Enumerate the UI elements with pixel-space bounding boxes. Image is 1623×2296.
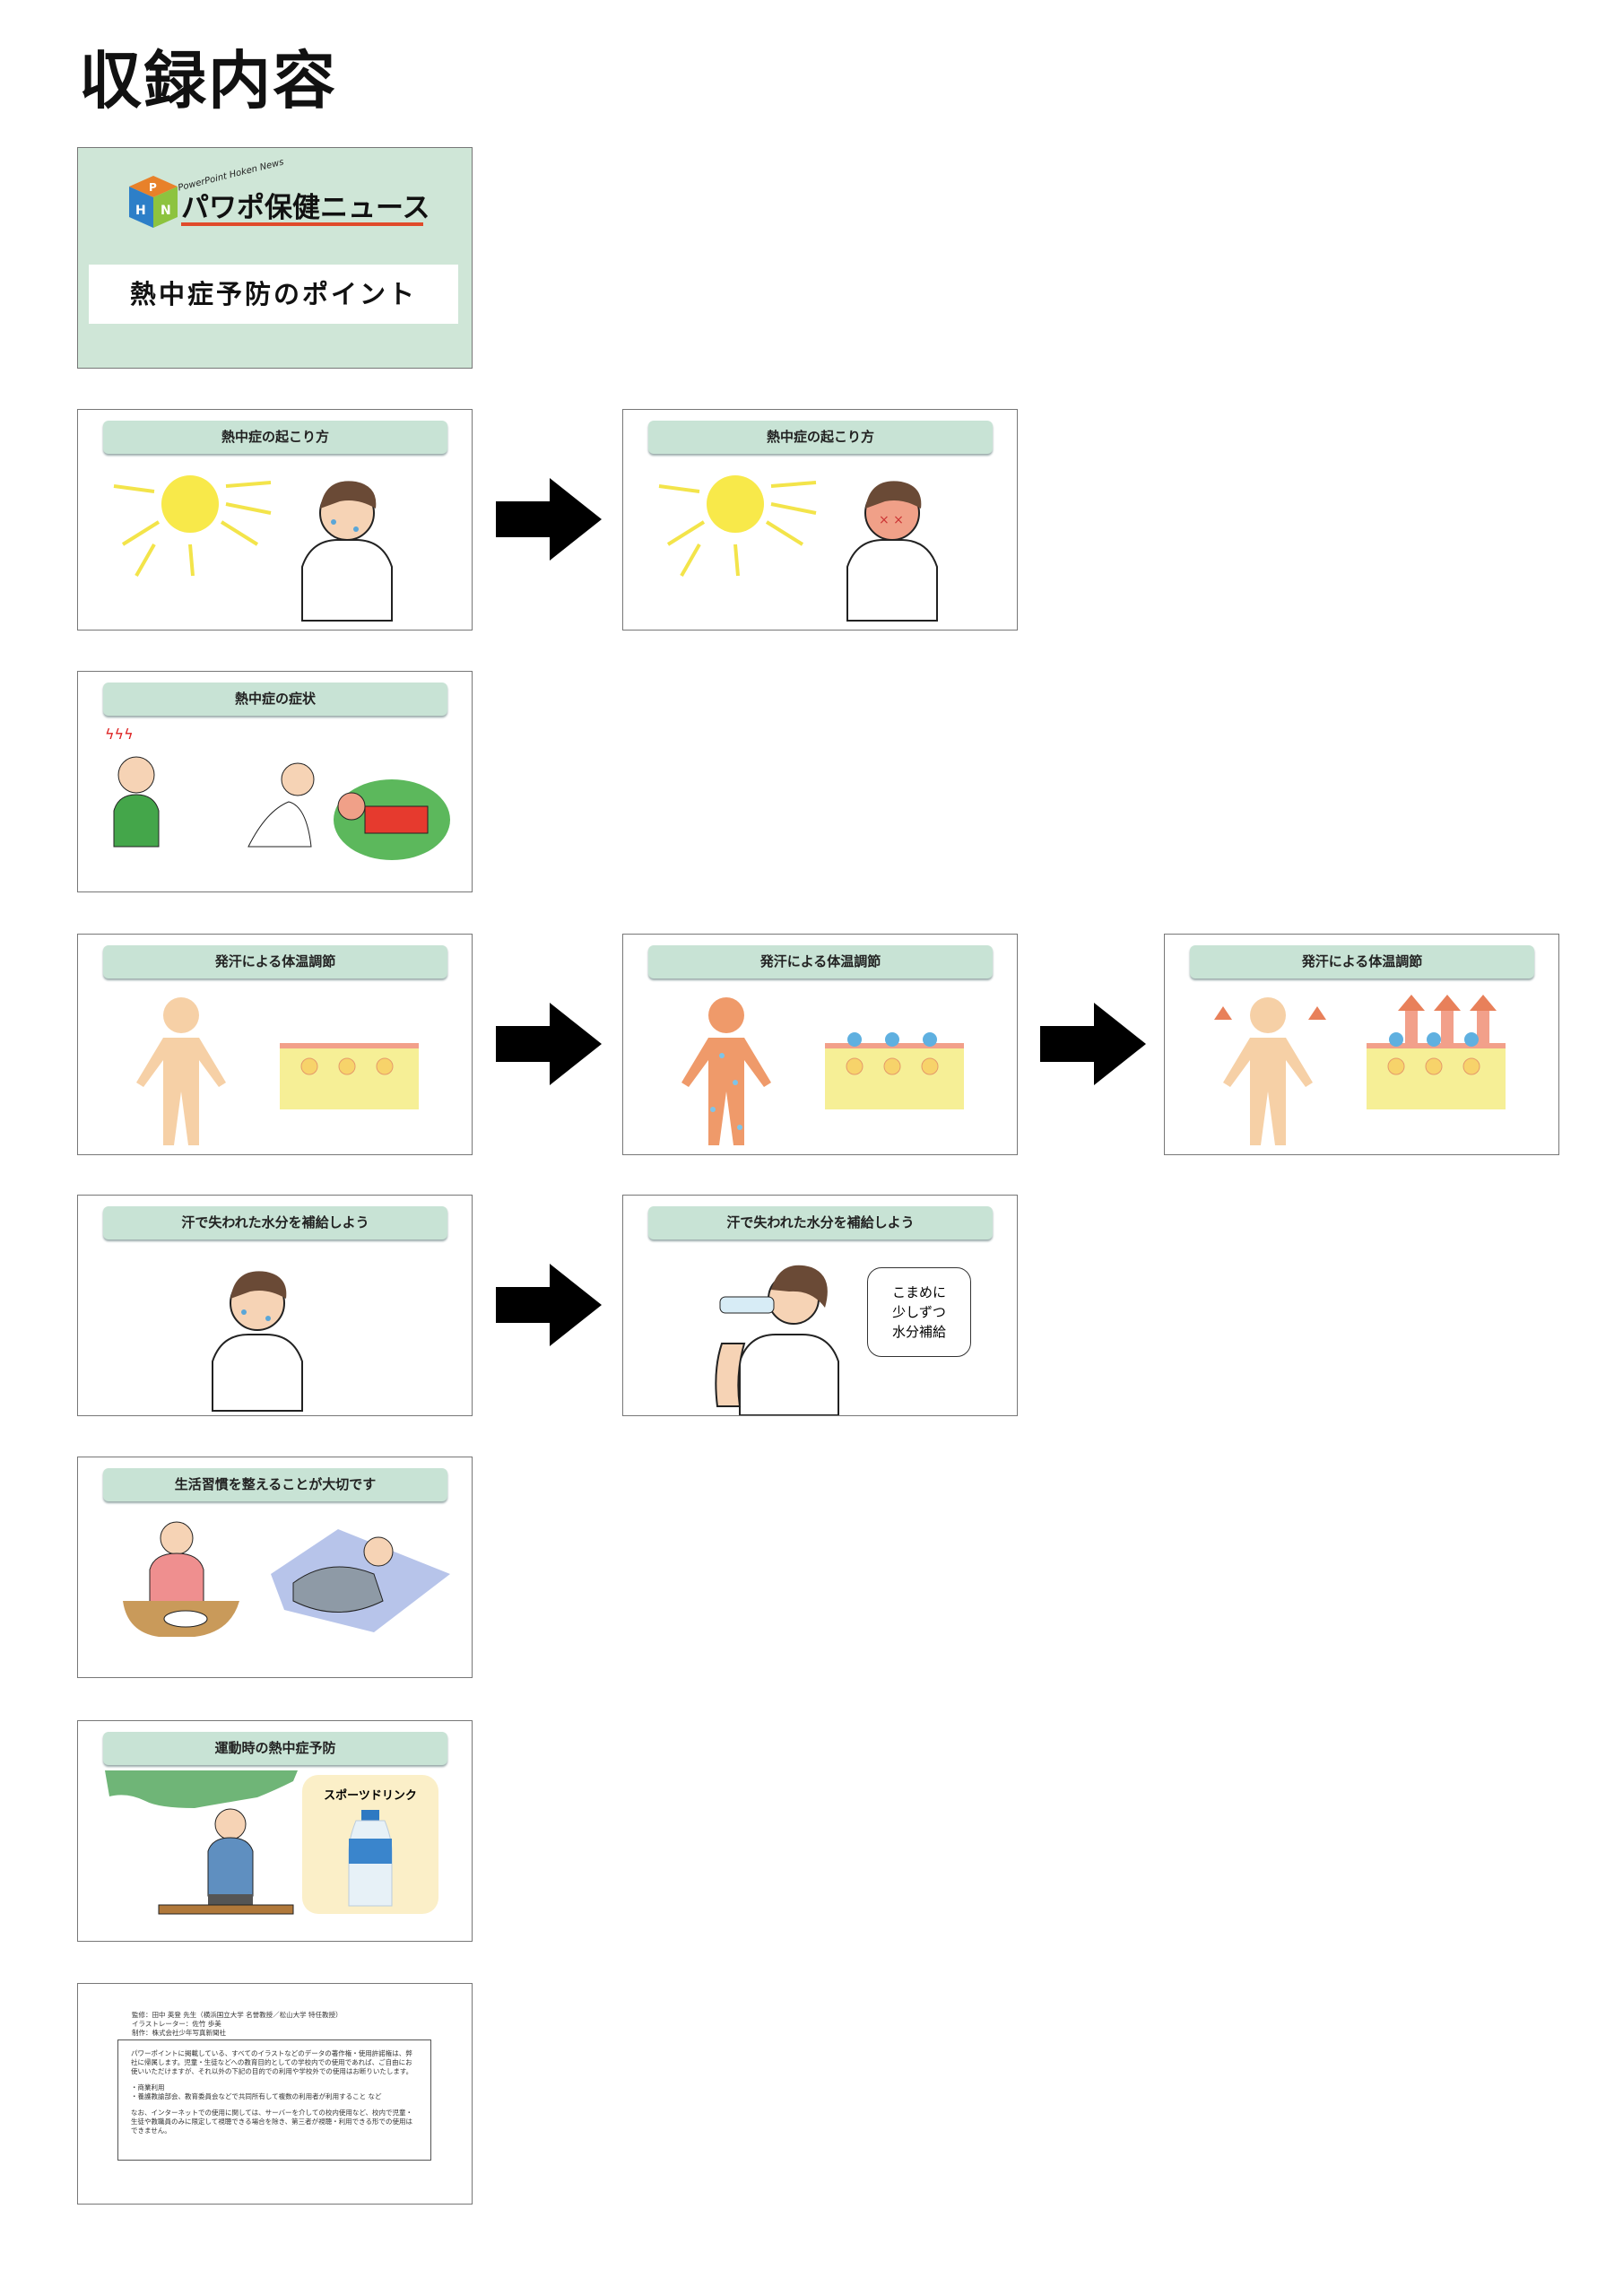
- slide-header: 発汗による体温調節: [1190, 945, 1534, 978]
- svg-text:× ×: × ×: [879, 513, 904, 527]
- slide-sports[interactable]: 運動時の熱中症予防 スポーツドリンク: [77, 1720, 473, 1942]
- symptom-illustrations: ϟϟϟ: [105, 726, 450, 860]
- slide-header: 熱中症の起こり方: [103, 421, 447, 454]
- eating-and-sleeping-illustration: [123, 1521, 450, 1637]
- body-and-skin-illustration: [136, 997, 419, 1145]
- slide-cover[interactable]: P H N PowerPoint Hoken News パワポ保健ニュース 熱中…: [77, 147, 473, 369]
- sun-and-dizzy-boy-illustration: × ×: [658, 475, 938, 622]
- svg-text:ϟϟϟ: ϟϟϟ: [105, 726, 134, 743]
- boy-drinking-water-illustration: [715, 1265, 839, 1415]
- svg-text:P: P: [149, 181, 157, 194]
- credits: 監修：田中 英登 先生（横浜国立大学 名誉教授／松山大学 特任教授） イラストレ…: [132, 2011, 343, 2037]
- slide-symptoms[interactable]: 熱中症の症状 ϟϟϟ: [77, 671, 473, 892]
- speech-bubble: こまめに 少しずつ 水分補給: [867, 1267, 971, 1357]
- arrow-right-icon: [496, 1264, 602, 1346]
- slide-water-1[interactable]: 汗で失われた水分を補給しよう: [77, 1195, 473, 1416]
- slide-habits[interactable]: 生活習慣を整えることが大切です: [77, 1457, 473, 1678]
- arrow-right-icon: [496, 478, 602, 561]
- arrow-right-icon: [1040, 1003, 1146, 1085]
- cover-title: 熱中症予防のポイント: [89, 265, 458, 324]
- girl-resting-in-shade-illustration: [105, 1770, 298, 1915]
- sun-and-sweating-boy-illustration: [113, 475, 393, 622]
- slide-header: 発汗による体温調節: [103, 945, 447, 978]
- slide-header: 生活習慣を整えることが大切です: [103, 1468, 447, 1501]
- logo-cube-icon: P H N: [129, 176, 178, 228]
- arrow-right-icon: [496, 1003, 602, 1085]
- slide-onset-2[interactable]: 熱中症の起こり方 × ×: [622, 409, 1018, 631]
- logo: P H N PowerPoint Hoken News パワポ保健ニュース: [127, 158, 432, 233]
- slide-header: 熱中症の起こり方: [648, 421, 993, 454]
- sweating-boy-illustration: [212, 1271, 303, 1412]
- slide-sweat-2[interactable]: 発汗による体温調節: [622, 934, 1018, 1155]
- slide-header: 運動時の熱中症予防: [103, 1732, 447, 1765]
- svg-text:N: N: [161, 204, 171, 218]
- slide-sweat-1[interactable]: 発汗による体温調節: [77, 934, 473, 1155]
- slide-header: 汗で失われた水分を補給しよう: [103, 1206, 447, 1239]
- slide-onset-1[interactable]: 熱中症の起こり方: [77, 409, 473, 631]
- slide-header: 熱中症の症状: [103, 683, 447, 716]
- logo-underline: [181, 222, 423, 226]
- sports-drink-panel: スポーツドリンク: [302, 1775, 438, 1914]
- slide-sweat-3[interactable]: 発汗による体温調節: [1164, 934, 1559, 1155]
- copyright-notice: パワーポイントに掲載している、すべてのイラストなどのデータの著作権・使用許諾権は…: [117, 2039, 431, 2161]
- slide-credits[interactable]: 監修：田中 英登 先生（横浜国立大学 名誉教授／松山大学 特任教授） イラストレ…: [77, 1983, 473, 2205]
- slide-water-2[interactable]: 汗で失われた水分を補給しよう こまめに 少しずつ 水分補給: [622, 1195, 1018, 1416]
- heat-release-illustration: [1214, 995, 1506, 1145]
- svg-text:H: H: [135, 204, 146, 218]
- page-title: 収録内容: [79, 44, 337, 117]
- slide-header: 汗で失われた水分を補給しよう: [648, 1206, 993, 1239]
- slide-header: 発汗による体温調節: [648, 945, 993, 978]
- sweating-body-and-skin-illustration: [681, 997, 964, 1145]
- bottle-icon: [348, 1810, 393, 1907]
